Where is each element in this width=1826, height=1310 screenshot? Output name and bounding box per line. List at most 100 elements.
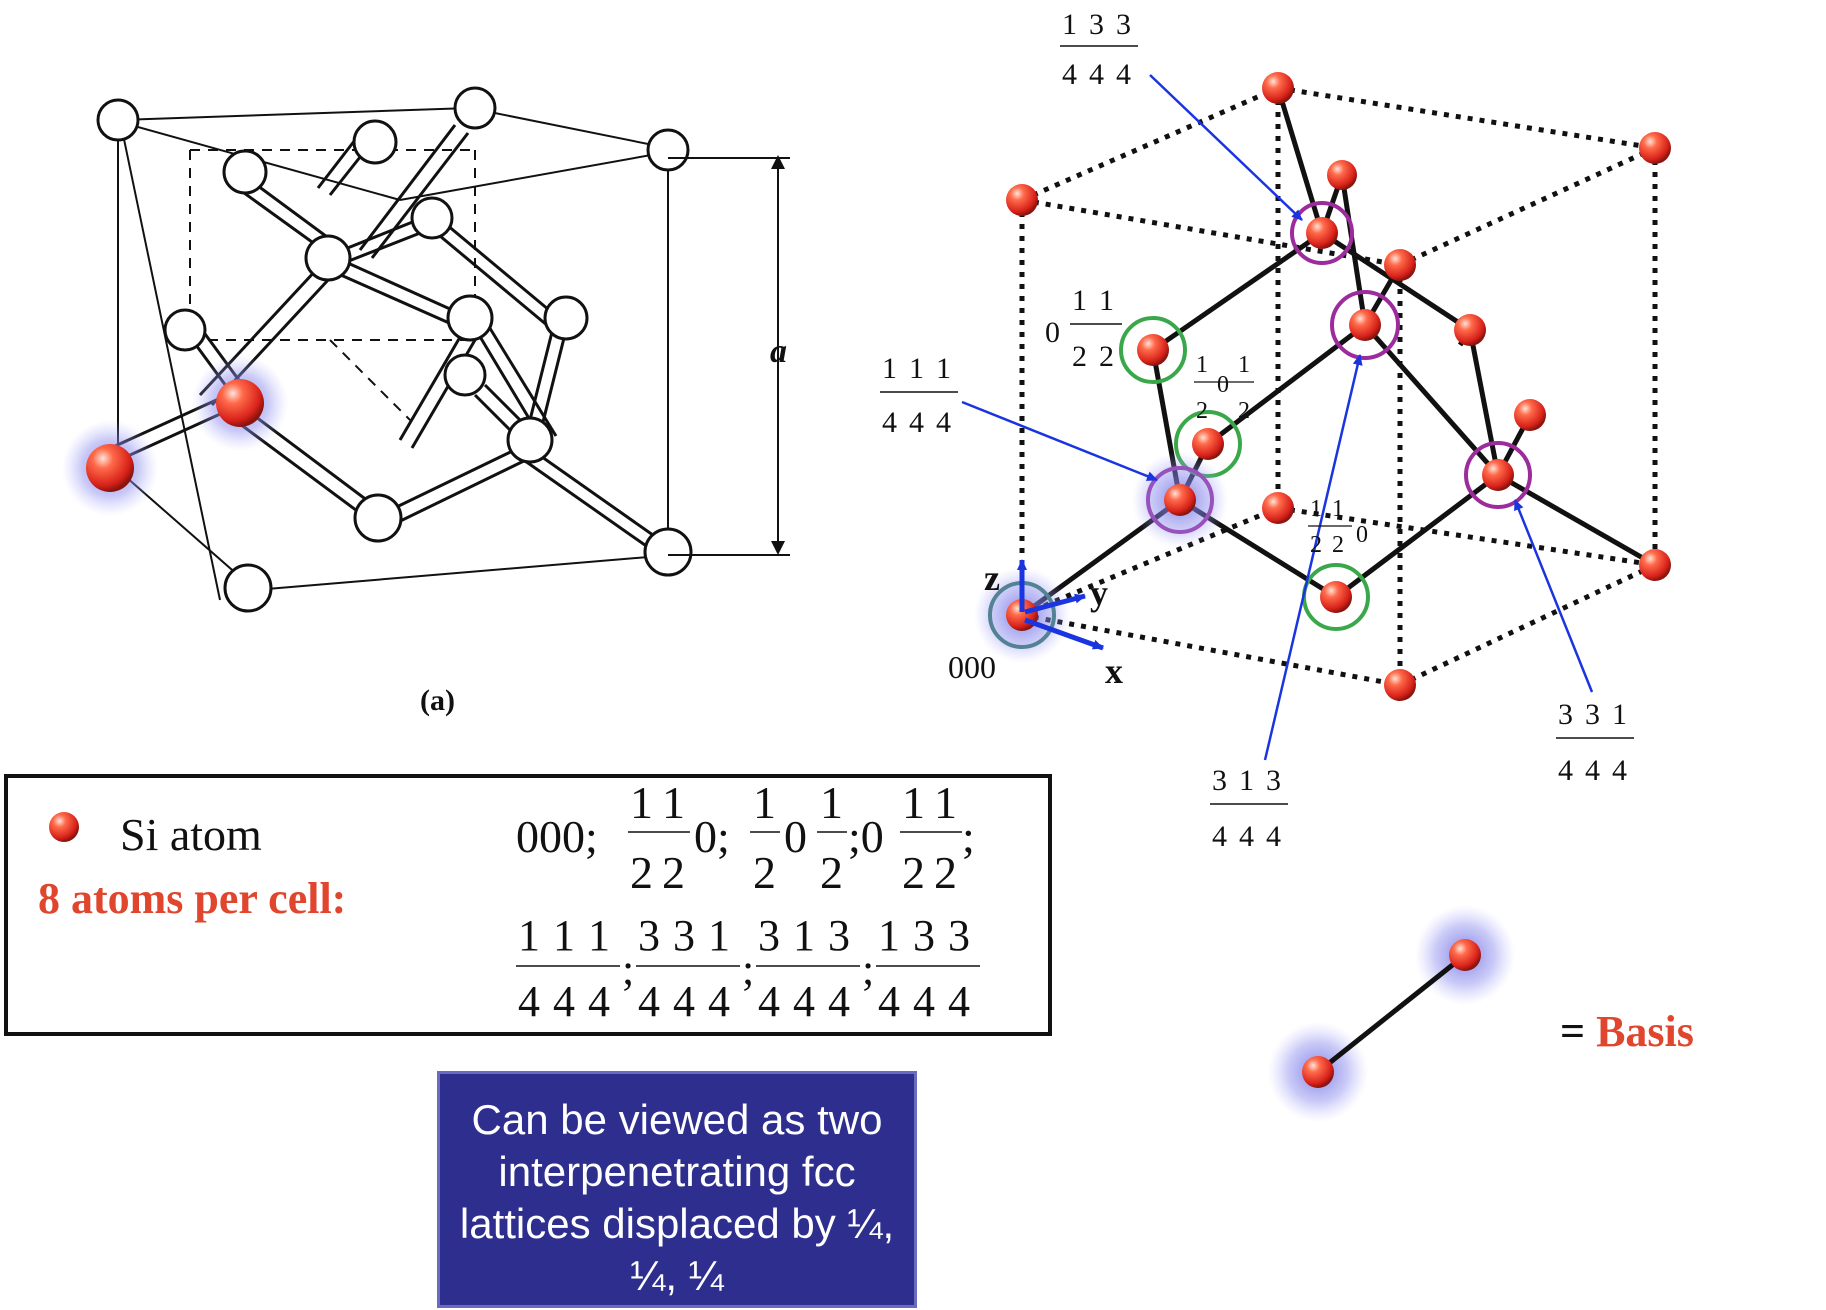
svg-text:;: ; <box>742 945 754 994</box>
svg-text:2: 2 <box>1196 398 1208 424</box>
figure-label: (a) <box>420 684 455 717</box>
svg-text:4: 4 <box>1089 58 1104 91</box>
coord-331: 3 3 1 4 4 4 <box>1556 698 1634 787</box>
legend-row-1: 000; 1 1 2 2 0; 1 2 0 1 2 ;0 1 1 2 2 ; <box>516 777 975 898</box>
svg-text:0;: 0; <box>694 811 730 862</box>
svg-text:1: 1 <box>553 911 575 960</box>
svg-text:4: 4 <box>878 977 900 1026</box>
svg-text:2: 2 <box>902 847 925 898</box>
svg-text:3: 3 <box>1212 764 1227 797</box>
svg-text:4: 4 <box>1212 820 1227 853</box>
svg-text:4: 4 <box>708 977 730 1026</box>
red-atom-left-2 <box>216 379 264 427</box>
axis-x-label: x <box>1105 651 1123 691</box>
svg-text:4: 4 <box>518 977 540 1026</box>
svg-text:1: 1 <box>1062 8 1077 41</box>
basis-label: = Basis <box>1560 1006 1694 1057</box>
coord-hh0: 1 1 2 2 0 <box>1308 496 1368 558</box>
svg-text:4: 4 <box>1239 820 1254 853</box>
axis-z-label: z <box>984 558 1000 598</box>
svg-text:1: 1 <box>1099 284 1114 317</box>
svg-text:1: 1 <box>882 352 897 385</box>
svg-text:3: 3 <box>758 911 780 960</box>
basis-word: Basis <box>1596 1007 1694 1056</box>
coord-0hh: 0 1 1 2 2 <box>1045 284 1122 373</box>
svg-text:4: 4 <box>1585 754 1600 787</box>
svg-text:1: 1 <box>630 777 653 828</box>
svg-text:4: 4 <box>1266 820 1281 853</box>
svg-text:4: 4 <box>638 977 660 1026</box>
right-unit-cell <box>961 72 1671 761</box>
svg-text:000;: 000; <box>516 811 598 862</box>
red-atom-left-1 <box>86 444 134 492</box>
svg-text:0: 0 <box>1045 316 1060 349</box>
basis-illustration <box>1268 905 1515 1122</box>
svg-text:4: 4 <box>828 977 850 1026</box>
coord-313: 3 1 3 4 4 4 <box>1210 764 1288 853</box>
svg-text:1: 1 <box>1072 284 1087 317</box>
svg-text:1: 1 <box>588 911 610 960</box>
legend-row-2: 1 1 1 4 4 4 ; 3 3 1 4 4 4 ; 3 1 3 4 4 4 … <box>516 911 980 1026</box>
svg-text:2: 2 <box>753 847 776 898</box>
svg-text:2: 2 <box>662 847 685 898</box>
ring-0hh <box>1119 316 1187 384</box>
svg-text:3: 3 <box>828 911 850 960</box>
svg-text:2: 2 <box>1332 532 1344 558</box>
atoms-per-cell-label: 8 atoms per cell: <box>38 874 347 923</box>
svg-text:4: 4 <box>948 977 970 1026</box>
svg-text:1: 1 <box>878 911 900 960</box>
svg-text:0: 0 <box>1217 372 1229 398</box>
svg-text:1: 1 <box>708 911 730 960</box>
svg-text:4: 4 <box>553 977 575 1026</box>
svg-text:2: 2 <box>630 847 653 898</box>
svg-text:3: 3 <box>638 911 660 960</box>
svg-text:1: 1 <box>820 777 843 828</box>
svg-text:3: 3 <box>1089 8 1104 41</box>
svg-text:3: 3 <box>1585 698 1600 731</box>
fcc-note: Can be viewed as two interpenetrating fc… <box>437 1071 917 1308</box>
svg-text:4: 4 <box>1558 754 1573 787</box>
pointer-lines <box>961 74 1594 761</box>
svg-text:2: 2 <box>934 847 957 898</box>
dimension-label: a <box>770 333 787 370</box>
svg-text:3: 3 <box>673 911 695 960</box>
svg-text:3: 3 <box>1266 764 1281 797</box>
left-crystal-figure <box>62 86 790 613</box>
svg-text:0: 0 <box>1356 522 1368 548</box>
atom-positions-legend <box>4 774 1052 1036</box>
axis-y-label: y <box>1090 573 1108 613</box>
coord-133: 1 3 3 4 4 4 <box>1060 8 1138 91</box>
origin-label: 000 <box>948 649 996 685</box>
svg-text:4: 4 <box>673 977 695 1026</box>
svg-text:1: 1 <box>1196 352 1208 378</box>
svg-text:;: ; <box>862 945 874 994</box>
svg-text:1: 1 <box>1332 496 1344 522</box>
ring-331 <box>1464 441 1532 509</box>
svg-text:4: 4 <box>909 406 924 439</box>
svg-text:;: ; <box>962 811 975 862</box>
svg-text:4: 4 <box>1116 58 1131 91</box>
svg-text:3: 3 <box>1116 8 1131 41</box>
svg-text:1: 1 <box>909 352 924 385</box>
basis-eq: = <box>1560 1007 1597 1056</box>
svg-text:1: 1 <box>518 911 540 960</box>
si-atom-label: Si atom <box>120 809 262 860</box>
svg-text:3: 3 <box>913 911 935 960</box>
svg-text:4: 4 <box>913 977 935 1026</box>
svg-text:4: 4 <box>936 406 951 439</box>
svg-text:4: 4 <box>882 406 897 439</box>
svg-text:3: 3 <box>1558 698 1573 731</box>
coord-111: 1 1 1 4 4 4 <box>880 352 958 439</box>
svg-text:1: 1 <box>1310 496 1322 522</box>
ring-313 <box>1330 290 1400 360</box>
svg-text:1: 1 <box>1238 352 1250 378</box>
svg-text:0: 0 <box>784 811 807 862</box>
svg-text:4: 4 <box>793 977 815 1026</box>
svg-text:2: 2 <box>820 847 843 898</box>
svg-text:4: 4 <box>1062 58 1077 91</box>
svg-text:4: 4 <box>1612 754 1627 787</box>
svg-text:2: 2 <box>1238 398 1250 424</box>
coordinate-axes <box>1017 559 1104 651</box>
legend-atom-icon <box>49 812 79 842</box>
